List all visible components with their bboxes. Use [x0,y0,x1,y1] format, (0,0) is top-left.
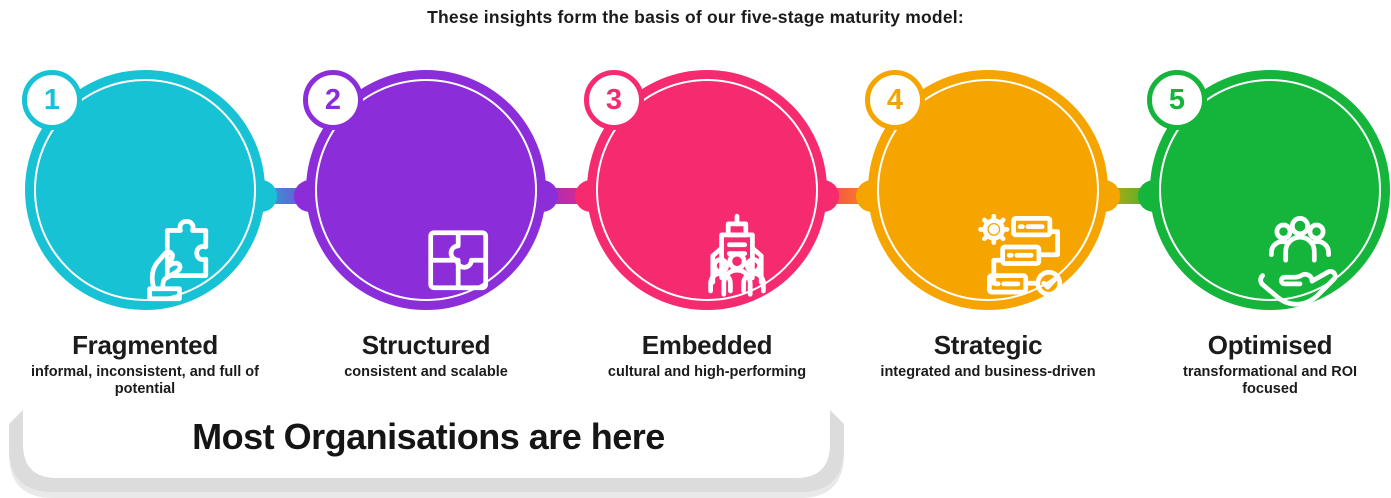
stage-1-title: Fragmented [72,330,218,360]
stage-4-label: Strategic integrated and business-driven [838,332,1138,381]
stage-5-label: Optimised transformational and ROI focus… [1120,332,1391,399]
stage-3-description: cultural and high-performing [607,364,807,380]
stage-5-description: transformational and ROI focused [1182,364,1358,398]
hand-puzzle-icon [147,219,209,302]
stage-2-title: Structured [361,330,491,360]
bracket-shape [9,410,844,492]
organization-people-icon [708,213,766,297]
process-workflow-icon [978,213,1063,297]
stage-5-title: Optimised [1207,330,1333,360]
stage-2-structured: 2 Structured consistent and scalable [276,0,576,498]
stage-3-number-badge: 3 [584,70,644,130]
stage-5-number: 5 [1168,83,1186,116]
stage-3-label: Embedded cultural and high-performing [557,332,857,381]
stage-1-number-badge: 1 [22,70,82,130]
callout-label: Most Organisations are here [192,416,665,457]
stage-5-number-badge: 5 [1147,70,1207,130]
puzzle-grid-icon [428,230,489,291]
stage-4-title: Strategic [933,330,1043,360]
stage-3-title: Embedded [641,330,773,360]
stage-4-strategic: 4 Strategic integrated and business-driv… [838,0,1138,498]
stage-2-description: consistent and scalable [344,364,508,380]
stage-2-number: 2 [324,83,342,116]
callout-bracket [9,410,844,498]
page-title: These insights form the basis of our fiv… [427,7,964,27]
stage-1-description: informal, inconsistent, and full of pote… [31,364,259,398]
stage-1-number: 1 [43,83,61,116]
people-in-hand-icon [1258,216,1338,307]
stage-5-optimised: 5 Optimised transformational and ROI foc… [1120,0,1391,498]
stage-4-description: integrated and business-driven [880,364,1096,380]
stage-2-number-badge: 2 [303,70,363,130]
stage-1-label: Fragmented informal, inconsistent, and f… [0,332,295,399]
stage-1-fragmented: 1 Fragmented informal, inconsistent, and… [0,0,295,498]
stage-3-embedded: 3 Embedded cultural and high-performing [557,0,857,498]
stage-4-number: 4 [886,83,904,116]
stage-4-number-badge: 4 [865,70,925,130]
stage-3-number: 3 [605,83,623,116]
stage-2-label: Structured consistent and scalable [276,332,576,381]
